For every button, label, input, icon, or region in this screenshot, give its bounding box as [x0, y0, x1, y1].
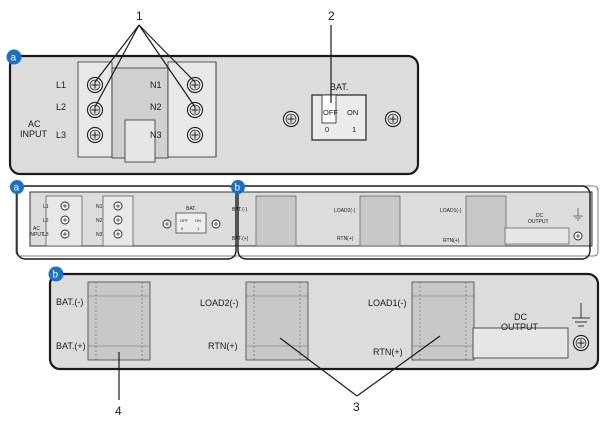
n2-screw-icon [186, 101, 204, 119]
ov-bat-right-screw-icon [211, 219, 221, 229]
ov-bat-left-screw-icon [162, 219, 172, 229]
ov-label-rtn-1: RTN(+) [337, 236, 354, 242]
ov-dc-screw-icon [573, 231, 583, 241]
ov-l2-screw-icon [60, 215, 70, 225]
label-rtn-plus-2: RTN(+) [373, 347, 403, 357]
l2-screw-icon [86, 101, 104, 119]
badge-a-top: a [6, 49, 22, 65]
label-ac-input-2: INPUT [20, 129, 48, 139]
ov-label-dc-2: OUTPUT [528, 219, 549, 225]
ov-label-rtn-2: RTN(+) [443, 238, 460, 244]
label-bat: BAT. [330, 82, 348, 92]
dc-output-screw-icon [572, 334, 590, 352]
label-rtn-plus-1: RTN(+) [208, 341, 238, 351]
ov-n1-screw-icon [113, 201, 123, 211]
ov-label-bat: BAT. [186, 206, 196, 212]
label-zero: 0 [325, 125, 329, 134]
label-bat-plus: BAT.(+) [56, 341, 86, 351]
n3-screw-icon [186, 126, 204, 144]
bat-right-screw-icon [384, 110, 402, 128]
label-l3: L3 [56, 130, 66, 140]
ov-label-zero: 0 [181, 226, 184, 231]
label-bat-minus: BAT.(-) [56, 297, 83, 307]
badge-b-overview-text: b [235, 183, 241, 194]
label-l1: L1 [56, 80, 66, 90]
l1-screw-icon [86, 76, 104, 94]
label-off: OFF [323, 108, 338, 117]
n1-screw-icon [186, 76, 204, 94]
callout-3: 3 [353, 400, 360, 414]
ov-label-ac-1: AC [33, 226, 40, 232]
callout-1-leaders [94, 24, 196, 108]
label-on: ON [347, 108, 358, 117]
ov-label-bat-plus: BAT.(+) [232, 236, 249, 242]
callout-1: 1 [136, 9, 143, 23]
load2-terminal-module [245, 281, 309, 361]
ov-label-dc-1: DC [536, 213, 544, 219]
callout-3-leaders [279, 335, 441, 397]
ov-label-l3: L3 [43, 232, 49, 238]
badge-b-bottom-text: b [53, 270, 59, 281]
label-n3: N3 [150, 130, 162, 140]
ov-l3-screw-icon [60, 229, 70, 239]
callout-4: 4 [115, 404, 122, 418]
battery-terminal-module [87, 281, 151, 361]
ground-icon [572, 303, 590, 327]
panel-a-detail: L1 L2 L3 N1 N2 N3 AC INPUT BAT. OFF ON 0… [8, 54, 420, 176]
ov-label-l2: L2 [43, 218, 49, 224]
badge-b-bottom: b [48, 266, 64, 282]
panel-b-detail: BAT.(-) BAT.(+) LOAD2(-) RTN(+) LOAD1(-)… [48, 272, 600, 371]
l3-screw-icon [86, 126, 104, 144]
ov-label-bat-minus: BAT.(-) [232, 207, 248, 213]
label-l2: L2 [56, 102, 66, 112]
ov-label-on: ON [195, 218, 201, 223]
callout-2: 2 [328, 9, 335, 23]
ov-label-n3: N3 [96, 232, 103, 238]
ov-label-n1: N1 [96, 204, 103, 210]
ov-label-l1: L1 [43, 204, 49, 210]
ov-ground-icon [573, 208, 583, 221]
badge-b-overview: b [231, 180, 245, 194]
ov-l1-screw-icon [60, 201, 70, 211]
ov-label-load1: LOAD1(-) [440, 208, 462, 214]
ov-label-load2: LOAD2(-) [334, 208, 356, 214]
ov-label-n2: N2 [96, 218, 103, 224]
load1-terminal-module [411, 281, 475, 361]
ov-n2-screw-icon [113, 215, 123, 225]
ov-label-one: 1 [197, 226, 200, 231]
badge-a-overview-text: a [14, 183, 20, 194]
ov-label-ac-2: INPUT [29, 232, 44, 238]
label-load2-minus: LOAD2(-) [200, 298, 239, 308]
label-output: OUTPUT [501, 322, 539, 332]
label-ac-input-1: AC [28, 119, 41, 129]
label-load1-minus: LOAD1(-) [368, 298, 407, 308]
ov-label-off: OFF [180, 218, 189, 223]
label-dc: DC [514, 312, 527, 322]
ov-n3-screw-icon [113, 229, 123, 239]
label-one: 1 [352, 125, 356, 134]
label-n2: N2 [150, 102, 162, 112]
overview-strip: L1 L2 L3 N1 N2 N3 AC INPUT BAT. OFF ON 0… [15, 185, 599, 260]
badge-a-overview: a [10, 180, 24, 194]
bat-left-screw-icon [282, 110, 300, 128]
badge-a-top-text: a [11, 53, 17, 64]
label-n1: N1 [150, 80, 162, 90]
